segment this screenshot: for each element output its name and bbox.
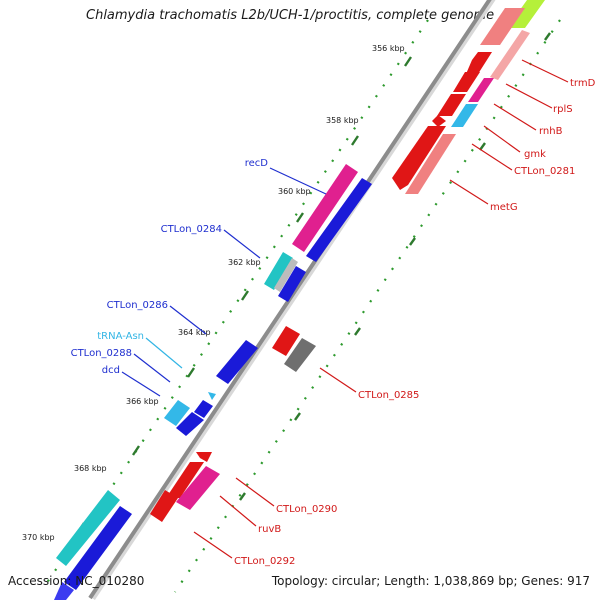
tick-mark xyxy=(354,327,361,336)
genome-backbone xyxy=(88,0,492,600)
leader-line xyxy=(521,59,569,83)
cds-feature xyxy=(164,400,190,426)
cds-feature xyxy=(150,490,178,522)
leader-line xyxy=(193,531,233,559)
cds-feature xyxy=(468,78,494,102)
cds-feature xyxy=(292,164,358,252)
tick-label: 366 kbp xyxy=(126,397,159,406)
leader-line xyxy=(219,495,257,527)
cds-feature xyxy=(274,258,298,292)
leader-line xyxy=(235,477,275,507)
cds-feature xyxy=(176,466,220,510)
cds-feature xyxy=(392,126,446,190)
tick-label: 358 kbp xyxy=(326,116,359,125)
leader-line xyxy=(471,143,513,171)
gene-label-ctlon-0288: CTLon_0288 xyxy=(71,348,132,359)
forward-strand-features xyxy=(54,164,372,600)
cds-feature xyxy=(306,178,372,262)
gene-label-dcd: dcd xyxy=(102,365,120,376)
gene-label-trna-asn: tRNA-Asn xyxy=(97,331,144,342)
tick-label: 362 kbp xyxy=(228,258,261,267)
cds-feature xyxy=(194,400,213,418)
leader-line xyxy=(145,337,183,369)
cds-feature xyxy=(208,392,216,400)
cds-feature xyxy=(166,462,204,498)
gene-label-ctlon-0292: CTLon_0292 xyxy=(234,556,295,567)
tick-mark xyxy=(296,212,304,223)
gene-label-ctlon-0285: CTLon_0285 xyxy=(358,390,419,401)
tick-label: 368 kbp xyxy=(74,464,107,473)
tick-mark xyxy=(241,290,249,301)
gene-label-ctlon-0284: CTLon_0284 xyxy=(161,224,222,235)
cds-feature xyxy=(405,134,456,194)
leader-line xyxy=(483,125,521,153)
gene-label-ctlon-0281: CTLon_0281 xyxy=(514,166,575,177)
tick-mark xyxy=(239,492,246,501)
cds-feature xyxy=(272,326,300,356)
tick-label: 370 kbp xyxy=(22,533,55,542)
cds-feature xyxy=(507,0,545,28)
gene-label-trmd: trmD xyxy=(570,78,596,89)
gene-label-rpls: rplS xyxy=(553,104,573,115)
tick-label: 364 kbp xyxy=(178,328,211,337)
tick-marks xyxy=(77,32,551,533)
cds-feature xyxy=(264,252,293,290)
cds-feature xyxy=(56,490,120,566)
tick-mark xyxy=(479,142,486,151)
leader-line xyxy=(269,167,327,195)
cds-feature xyxy=(490,30,530,80)
leader-line xyxy=(121,371,161,397)
accession-label: Accession: NC_010280 xyxy=(8,574,145,588)
leader-line xyxy=(133,353,171,383)
tick-mark xyxy=(187,367,195,378)
topology-label: Topology: circular; Length: 1,038,869 bp… xyxy=(271,574,590,588)
cds-feature xyxy=(216,340,258,384)
gene-label-metg: metG xyxy=(490,202,518,213)
tick-mark xyxy=(404,56,412,67)
reverse-gene-labels: trmD rplS rnhB gmk CTLon_0281 metG CTLon… xyxy=(234,78,596,567)
tick-mark xyxy=(544,32,551,41)
cds-feature xyxy=(176,412,204,436)
gene-label-ruvb: ruvB xyxy=(258,524,281,535)
leader-line xyxy=(505,83,553,109)
cds-feature xyxy=(453,72,480,92)
tick-mark xyxy=(409,237,416,246)
cds-feature xyxy=(284,338,316,372)
gene-label-ctlon-0286: CTLon_0286 xyxy=(107,300,168,311)
map-title: Chlamydia trachomatis L2b/UCH-1/proctiti… xyxy=(86,8,495,23)
tick-label: 360 kbp xyxy=(278,187,311,196)
cds-feature xyxy=(64,506,132,590)
cds-feature xyxy=(432,115,446,127)
cds-feature xyxy=(196,452,212,462)
leader-line xyxy=(319,367,357,393)
cds-feature xyxy=(278,266,306,302)
cds-feature xyxy=(466,52,492,74)
leader-line xyxy=(169,305,207,335)
tick-labels: 356 kbp 358 kbp 360 kbp 362 kbp 364 kbp … xyxy=(22,44,405,542)
label-leaders xyxy=(121,59,569,559)
cds-feature xyxy=(480,8,525,45)
leader-line xyxy=(493,103,537,131)
cds-feature xyxy=(54,582,74,600)
gene-label-gmk: gmk xyxy=(524,149,546,160)
cds-feature xyxy=(451,104,478,127)
forward-gene-labels: recD CTLon_0284 CTLon_0286 tRNA-Asn CTLo… xyxy=(71,158,269,376)
gene-label-rnhb: rnhB xyxy=(539,126,563,137)
cds-feature xyxy=(437,94,466,116)
gene-label-ctlon-0290: CTLon_0290 xyxy=(276,504,337,515)
leader-line xyxy=(223,229,261,259)
tick-mark xyxy=(351,135,359,146)
reverse-strand-features xyxy=(150,0,545,522)
leader-line xyxy=(449,179,489,205)
tick-mark xyxy=(132,445,140,456)
tick-label: 356 kbp xyxy=(372,44,405,53)
gene-label-recd: recD xyxy=(245,158,269,169)
tick-mark xyxy=(294,412,301,421)
